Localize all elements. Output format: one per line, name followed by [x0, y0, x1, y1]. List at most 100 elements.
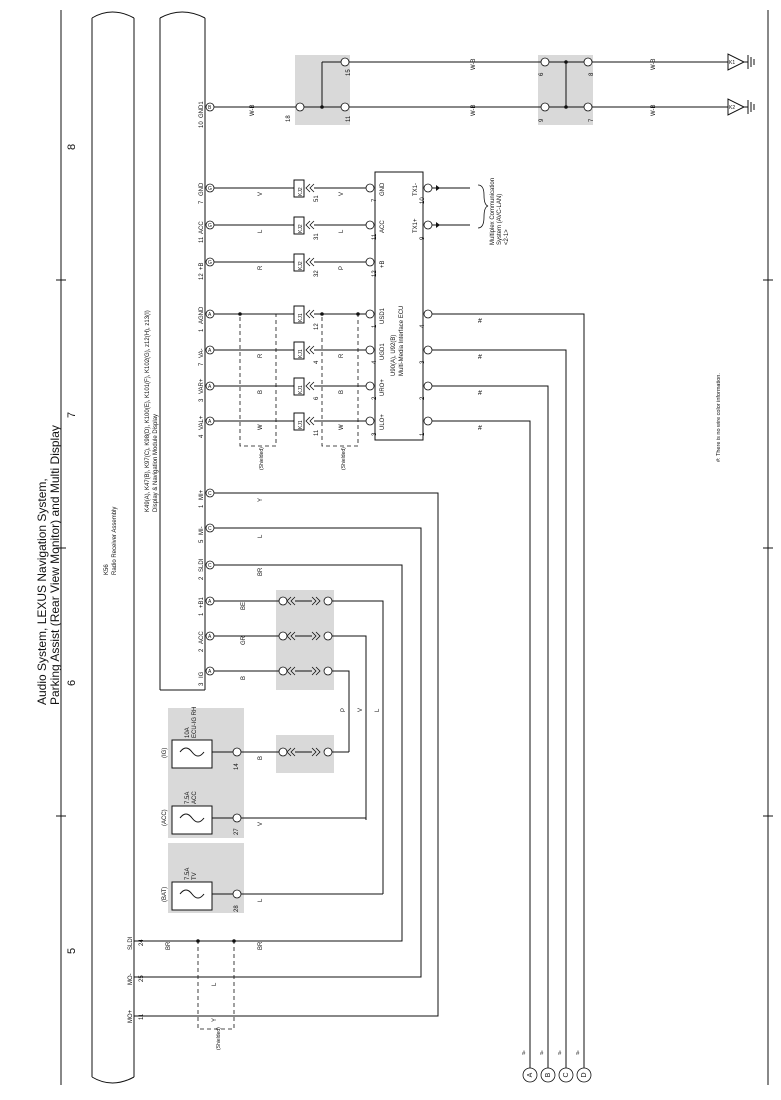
svg-text:#: #: [478, 318, 482, 325]
svg-text:#: #: [558, 1051, 562, 1057]
svg-text:10A: 10A: [185, 727, 191, 738]
svg-text:SLDI: SLDI: [128, 936, 134, 950]
svg-text:KJ1: KJ1: [298, 385, 304, 394]
svg-text:#: #: [478, 425, 482, 432]
radio-pins: SLDI 24 MO- 25 MO+ 11 BR BR L Y (Shielde…: [128, 936, 264, 1050]
radio-receiver-box: [91, 11, 135, 1084]
svg-text:14: 14: [234, 763, 240, 770]
svg-text:W-B: W-B: [651, 104, 657, 116]
svg-text:W: W: [339, 424, 345, 430]
svg-text:B: B: [208, 105, 212, 111]
svg-text:7: 7: [589, 118, 595, 122]
svg-text:TX1+: TX1+: [413, 218, 419, 233]
svg-text:18: 18: [286, 115, 292, 122]
svg-text:11: 11: [372, 233, 378, 240]
svg-text:10: 10: [199, 121, 205, 128]
svg-text:10: 10: [420, 197, 426, 204]
video-lines: R B W KJ1 KJ1 KJ1 KJ1 12 4 6 11 R B W (S…: [214, 305, 366, 470]
svg-text:1: 1: [372, 324, 378, 328]
svg-text:L: L: [375, 708, 381, 712]
multiplex-line2: System (AVC-LAN): [497, 194, 503, 245]
multiplex-line3: <2-1>: [504, 229, 510, 245]
svg-text:#: #: [478, 354, 482, 361]
fuse-bat: (BAT) 7.5A TV 28 L: [162, 843, 383, 913]
svg-text:31: 31: [314, 233, 320, 240]
svg-text:ACC: ACC: [199, 631, 205, 644]
svg-text:V: V: [258, 192, 264, 196]
svg-text:12: 12: [199, 273, 205, 280]
footnote: #: There is no wire color information.: [716, 373, 722, 462]
svg-text:A: A: [208, 312, 212, 318]
svg-text:#: #: [540, 1051, 544, 1057]
svg-text:BR: BR: [258, 567, 264, 576]
svg-text:#: #: [522, 1051, 526, 1057]
svg-text:VAL+: VAL+: [199, 415, 205, 430]
svg-text:L: L: [339, 229, 345, 233]
svg-text:2: 2: [372, 396, 378, 400]
svg-text:MI-: MI-: [199, 526, 205, 535]
svg-text:C: C: [208, 563, 212, 569]
svg-text:B: B: [339, 390, 345, 394]
svg-text:3: 3: [420, 360, 426, 364]
svg-text:6: 6: [314, 396, 320, 400]
svg-text:4: 4: [199, 434, 205, 438]
pin-name-gnd1: GND1: [199, 101, 205, 118]
svg-text:GR: GR: [241, 635, 247, 645]
title-line2: Parking Assist (Rear View Monitor) and M…: [48, 425, 62, 705]
svg-text:V: V: [358, 708, 364, 712]
svg-text:VAR+: VAR+: [199, 378, 205, 394]
svg-text:K2: K2: [729, 105, 735, 111]
display-name: Display & Navigation Module Display: [153, 414, 159, 512]
radio-name: Radio Receiver Assembly: [112, 507, 118, 575]
svg-text:UGD1: UGD1: [380, 343, 386, 360]
svg-text:11: 11: [139, 1013, 145, 1020]
svg-text:3: 3: [199, 682, 205, 686]
svg-text:8: 8: [589, 72, 595, 76]
svg-text:7: 7: [199, 200, 205, 204]
svg-text:9: 9: [420, 236, 426, 240]
svg-text:1: 1: [199, 328, 205, 332]
power-lines: V L R KJ2 KJ2 KJ2 51 31 32 V L P: [214, 179, 366, 277]
svg-text:A: A: [208, 669, 212, 675]
svg-text:KJ2: KJ2: [298, 224, 304, 233]
svg-text:A: A: [208, 384, 212, 390]
svg-text:BR: BR: [166, 941, 172, 950]
svg-text:A: A: [208, 634, 212, 640]
svg-text:W-B: W-B: [250, 104, 256, 116]
svg-text:12: 12: [372, 270, 378, 277]
fuse-ig: (IG) 10A ECU-IG RH 14 B: [162, 707, 279, 778]
ecu-name: Multi-Media Interface ECU: [399, 306, 405, 376]
svg-text:P: P: [341, 708, 347, 712]
svg-text:MO-: MO-: [128, 973, 134, 985]
ground-symbol-k1: K1: [727, 53, 755, 71]
svg-text:Y: Y: [212, 1018, 218, 1022]
svg-text:B: B: [258, 390, 264, 394]
svg-text:1: 1: [420, 432, 426, 436]
svg-text:USD1: USD1: [380, 307, 386, 324]
svg-text:ACC: ACC: [199, 221, 205, 234]
svg-text:GND: GND: [199, 182, 205, 196]
svg-text:MI+: MI+: [199, 489, 205, 500]
svg-text:GND: GND: [380, 182, 386, 196]
display-module-box: [159, 11, 206, 691]
svg-text:(Shielded): (Shielded): [341, 447, 347, 470]
svg-text:G: G: [208, 223, 212, 229]
svg-text:KJ2: KJ2: [298, 261, 304, 270]
svg-text:C: C: [208, 491, 212, 497]
svg-text:ACC: ACC: [192, 791, 198, 804]
svg-text:6: 6: [539, 72, 545, 76]
display-code: K49(A), K47(B), K97(C), K98(D), K100(E),…: [145, 310, 151, 512]
svg-text:(IG): (IG): [162, 748, 168, 758]
svg-text:KJ1: KJ1: [298, 349, 304, 358]
svg-text:IG: IG: [199, 671, 205, 678]
svg-text:11: 11: [346, 115, 352, 122]
svg-text:TV: TV: [192, 872, 198, 880]
svg-text:L: L: [258, 229, 264, 233]
svg-text:12: 12: [314, 323, 320, 330]
svg-text:C: C: [208, 526, 212, 532]
svg-text:(BAT): (BAT): [162, 887, 168, 902]
svg-text:9: 9: [539, 118, 545, 122]
column-number-6: 6: [66, 680, 78, 686]
svg-text:W: W: [258, 424, 264, 430]
